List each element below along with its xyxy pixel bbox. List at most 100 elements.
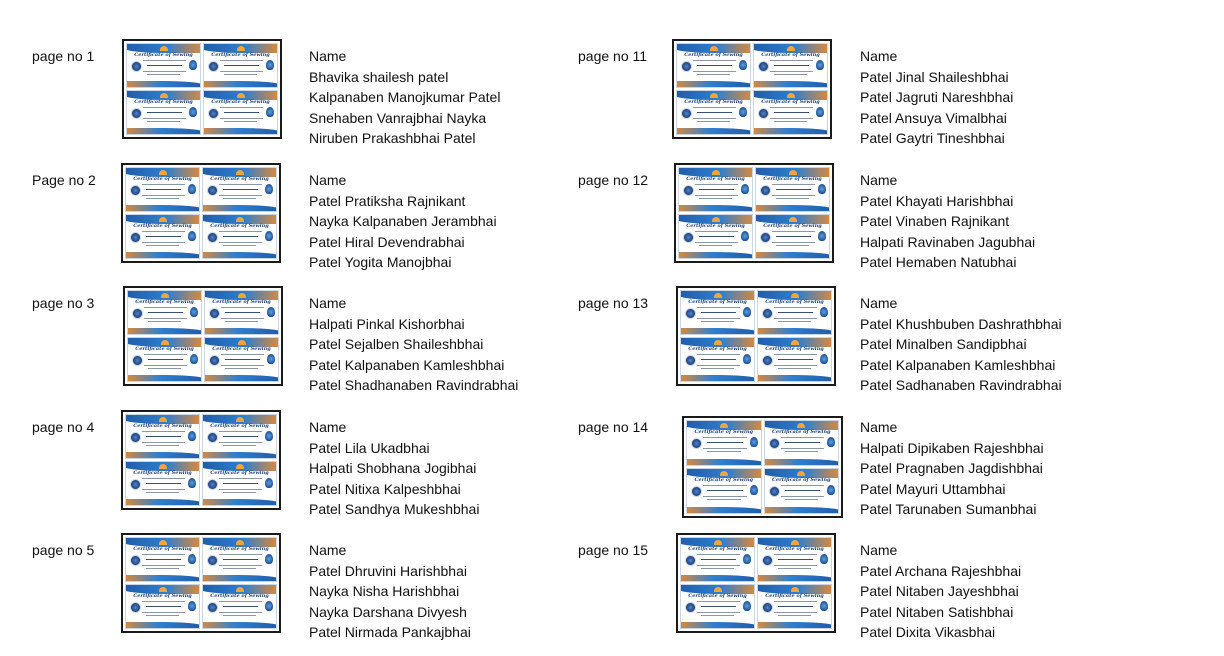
name-item: Halpati Ravinaben Jagubhai <box>860 233 1036 250</box>
certificate-thumb: Certificate of Sewing <box>757 290 832 335</box>
name-header: Name <box>860 295 898 311</box>
name-item: Bhavika shailesh patel <box>309 68 449 85</box>
certificate-thumb: Certificate of Sewing <box>127 290 202 335</box>
name-list: Name Patel Pratiksha Rajnikant Nayka Kal… <box>309 170 497 273</box>
certificate-sheet-thumbnail: Certificate of Sewing Certificate of Sew… <box>123 286 283 386</box>
certificate-sheet-thumbnail: Certificate of Sewing Certificate of Sew… <box>121 410 281 510</box>
certificate-thumb: Certificate of Sewing <box>127 337 202 382</box>
certificate-thumb: Certificate of Sewing <box>676 90 751 135</box>
page-label: page no 13 <box>578 295 649 311</box>
name-list: Name Patel Khushbuben Dashrathbhai Patel… <box>860 293 1062 396</box>
name-item: Patel Tarunaben Sumanbhai <box>860 501 1037 518</box>
name-item: Halpati Dipikaben Rajeshbhai <box>860 439 1044 456</box>
name-item: Patel Lila Ukadbhai <box>309 439 430 456</box>
name-item: Kalpanaben Manojkumar Patel <box>309 89 501 106</box>
name-item: Patel Pratiksha Rajnikant <box>309 192 466 209</box>
name-item: Patel Kalpanaben Kamleshbhai <box>309 356 505 373</box>
name-item: Patel Shadhanaben Ravindrabhai <box>309 377 519 394</box>
page-entry-3: page no 3 Certificate of Sewing Certific… <box>32 286 592 403</box>
page-entry-2: Page no 2 Certificate of Sewing Certific… <box>32 163 592 280</box>
name-item: Patel Vinaben Rajnikant <box>860 213 1010 230</box>
certificate-sheet-thumbnail: Certificate of Sewing Certificate of Sew… <box>672 39 832 139</box>
certificate-sheet-thumbnail: Certificate of Sewing Certificate of Sew… <box>676 533 836 633</box>
certificate-thumb: Certificate of Sewing <box>202 584 277 629</box>
name-item: Patel Khushbuben Dashrathbhai <box>860 315 1062 332</box>
name-item: Niruben Prakashbhai Patel <box>309 130 476 147</box>
name-item: Nayka Kalpanaben Jerambhai <box>309 213 497 230</box>
certificate-thumb: Certificate of Sewing <box>680 290 755 335</box>
certificate-thumb: Certificate of Sewing <box>757 337 832 382</box>
name-list: Name Patel Jinal Shaileshbhai Patel Jagr… <box>860 46 1013 149</box>
certificate-thumb: Certificate of Sewing <box>125 167 200 212</box>
certificate-thumb: Certificate of Sewing <box>125 461 200 506</box>
page-label: page no 3 <box>32 295 95 311</box>
certificate-thumb: Certificate of Sewing <box>755 214 830 259</box>
name-item: Patel Nirmada Pankajbhai <box>309 624 471 641</box>
name-item: Patel Dixita Vikasbhai <box>860 624 996 641</box>
certificate-sheet-thumbnail: Certificate of Sewing Certificate of Sew… <box>121 163 281 263</box>
name-item: Patel Nitaben Satishbhai <box>860 603 1014 620</box>
name-item: Patel Pragnaben Jagdishbhai <box>860 460 1043 477</box>
certificate-thumb: Certificate of Sewing <box>676 43 751 88</box>
name-item: Patel Jagruti Nareshbhai <box>860 89 1014 106</box>
name-list: Name Halpati Dipikaben Rajeshbhai Patel … <box>860 417 1044 520</box>
name-item: Patel Archana Rajeshbhai <box>860 562 1022 579</box>
name-header: Name <box>860 542 898 558</box>
certificate-thumb: Certificate of Sewing <box>755 167 830 212</box>
name-header: Name <box>309 172 347 188</box>
name-list: Name Patel Archana Rajeshbhai Patel Nita… <box>860 540 1021 643</box>
certificate-thumb: Certificate of Sewing <box>686 468 762 514</box>
page-entry-4: page no 4 Certificate of Sewing Certific… <box>32 410 592 527</box>
name-item: Nayka Nisha Harishbhai <box>309 583 460 600</box>
name-list: Name Patel Lila Ukadbhai Halpati Shobhan… <box>309 417 479 520</box>
certificate-thumb: Certificate of Sewing <box>203 90 278 135</box>
name-item: Patel Jinal Shaileshbhai <box>860 68 1009 85</box>
name-item: Patel Mayuri Uttambhai <box>860 480 1006 497</box>
page-entry-11: page no 11 Certificate of Sewing Certifi… <box>578 39 1138 156</box>
page-label: page no 4 <box>32 419 95 435</box>
certificate-thumb: Certificate of Sewing <box>204 337 279 382</box>
certificate-thumb: Certificate of Sewing <box>753 90 828 135</box>
certificate-thumb: Certificate of Sewing <box>204 290 279 335</box>
name-item: Halpati Shobhana Jogibhai <box>309 460 477 477</box>
certificate-thumb: Certificate of Sewing <box>202 537 277 582</box>
certificate-sheet-thumbnail: Certificate of Sewing Certificate of Sew… <box>682 416 843 518</box>
name-item: Patel Khayati Harishbhai <box>860 192 1014 209</box>
page-label: page no 1 <box>32 48 95 64</box>
certificate-thumb: Certificate of Sewing <box>763 420 839 466</box>
name-list: Name Patel Dhruvini Harishbhai Nayka Nis… <box>309 540 471 643</box>
name-header: Name <box>860 48 898 64</box>
name-header: Name <box>309 542 347 558</box>
certificate-thumb: Certificate of Sewing <box>757 537 832 582</box>
page-label: Page no 2 <box>32 172 96 188</box>
name-item: Patel Yogita Manojbhai <box>309 254 452 271</box>
name-item: Patel Sadhanaben Ravindrabhai <box>860 377 1062 394</box>
page-label: page no 5 <box>32 542 95 558</box>
certificate-thumb: Certificate of Sewing <box>753 43 828 88</box>
certificate-thumb: Certificate of Sewing <box>202 461 277 506</box>
name-item: Patel Nitixa Kalpeshbhai <box>309 480 461 497</box>
page-entry-5: page no 5 Certificate of Sewing Certific… <box>32 533 592 650</box>
certificate-thumb: Certificate of Sewing <box>125 584 200 629</box>
name-list: Name Halpati Pinkal Kishorbhai Patel Sej… <box>309 293 518 396</box>
name-header: Name <box>309 48 347 64</box>
name-list: Name Patel Khayati Harishbhai Patel Vina… <box>860 170 1035 273</box>
certificate-sheet-thumbnail: Certificate of Sewing Certificate of Sew… <box>676 286 836 386</box>
name-item: Patel Gaytri Tineshbhai <box>860 130 1005 147</box>
page-entry-14: page no 14 Certificate of Sewing Certifi… <box>578 416 1138 527</box>
name-item: Nayka Darshana Divyesh <box>309 603 467 620</box>
certificate-sheet-thumbnail: Certificate of Sewing Certificate of Sew… <box>674 163 834 263</box>
name-item: Patel Dhruvini Harishbhai <box>309 562 467 579</box>
certificate-thumb: Certificate of Sewing <box>757 584 832 629</box>
name-item: Halpati Pinkal Kishorbhai <box>309 315 465 332</box>
certificate-thumb: Certificate of Sewing <box>203 43 278 88</box>
certificate-thumb: Certificate of Sewing <box>763 468 839 514</box>
name-header: Name <box>309 419 347 435</box>
certificate-thumb: Certificate of Sewing <box>125 537 200 582</box>
name-header: Name <box>860 172 898 188</box>
page-entry-15: page no 15 Certificate of Sewing Certifi… <box>578 533 1138 650</box>
page-entry-12: page no 12 Certificate of Sewing Certifi… <box>578 163 1138 280</box>
page-label: page no 14 <box>578 419 649 435</box>
certificate-thumb: Certificate of Sewing <box>125 414 200 459</box>
certificate-thumb: Certificate of Sewing <box>678 214 753 259</box>
